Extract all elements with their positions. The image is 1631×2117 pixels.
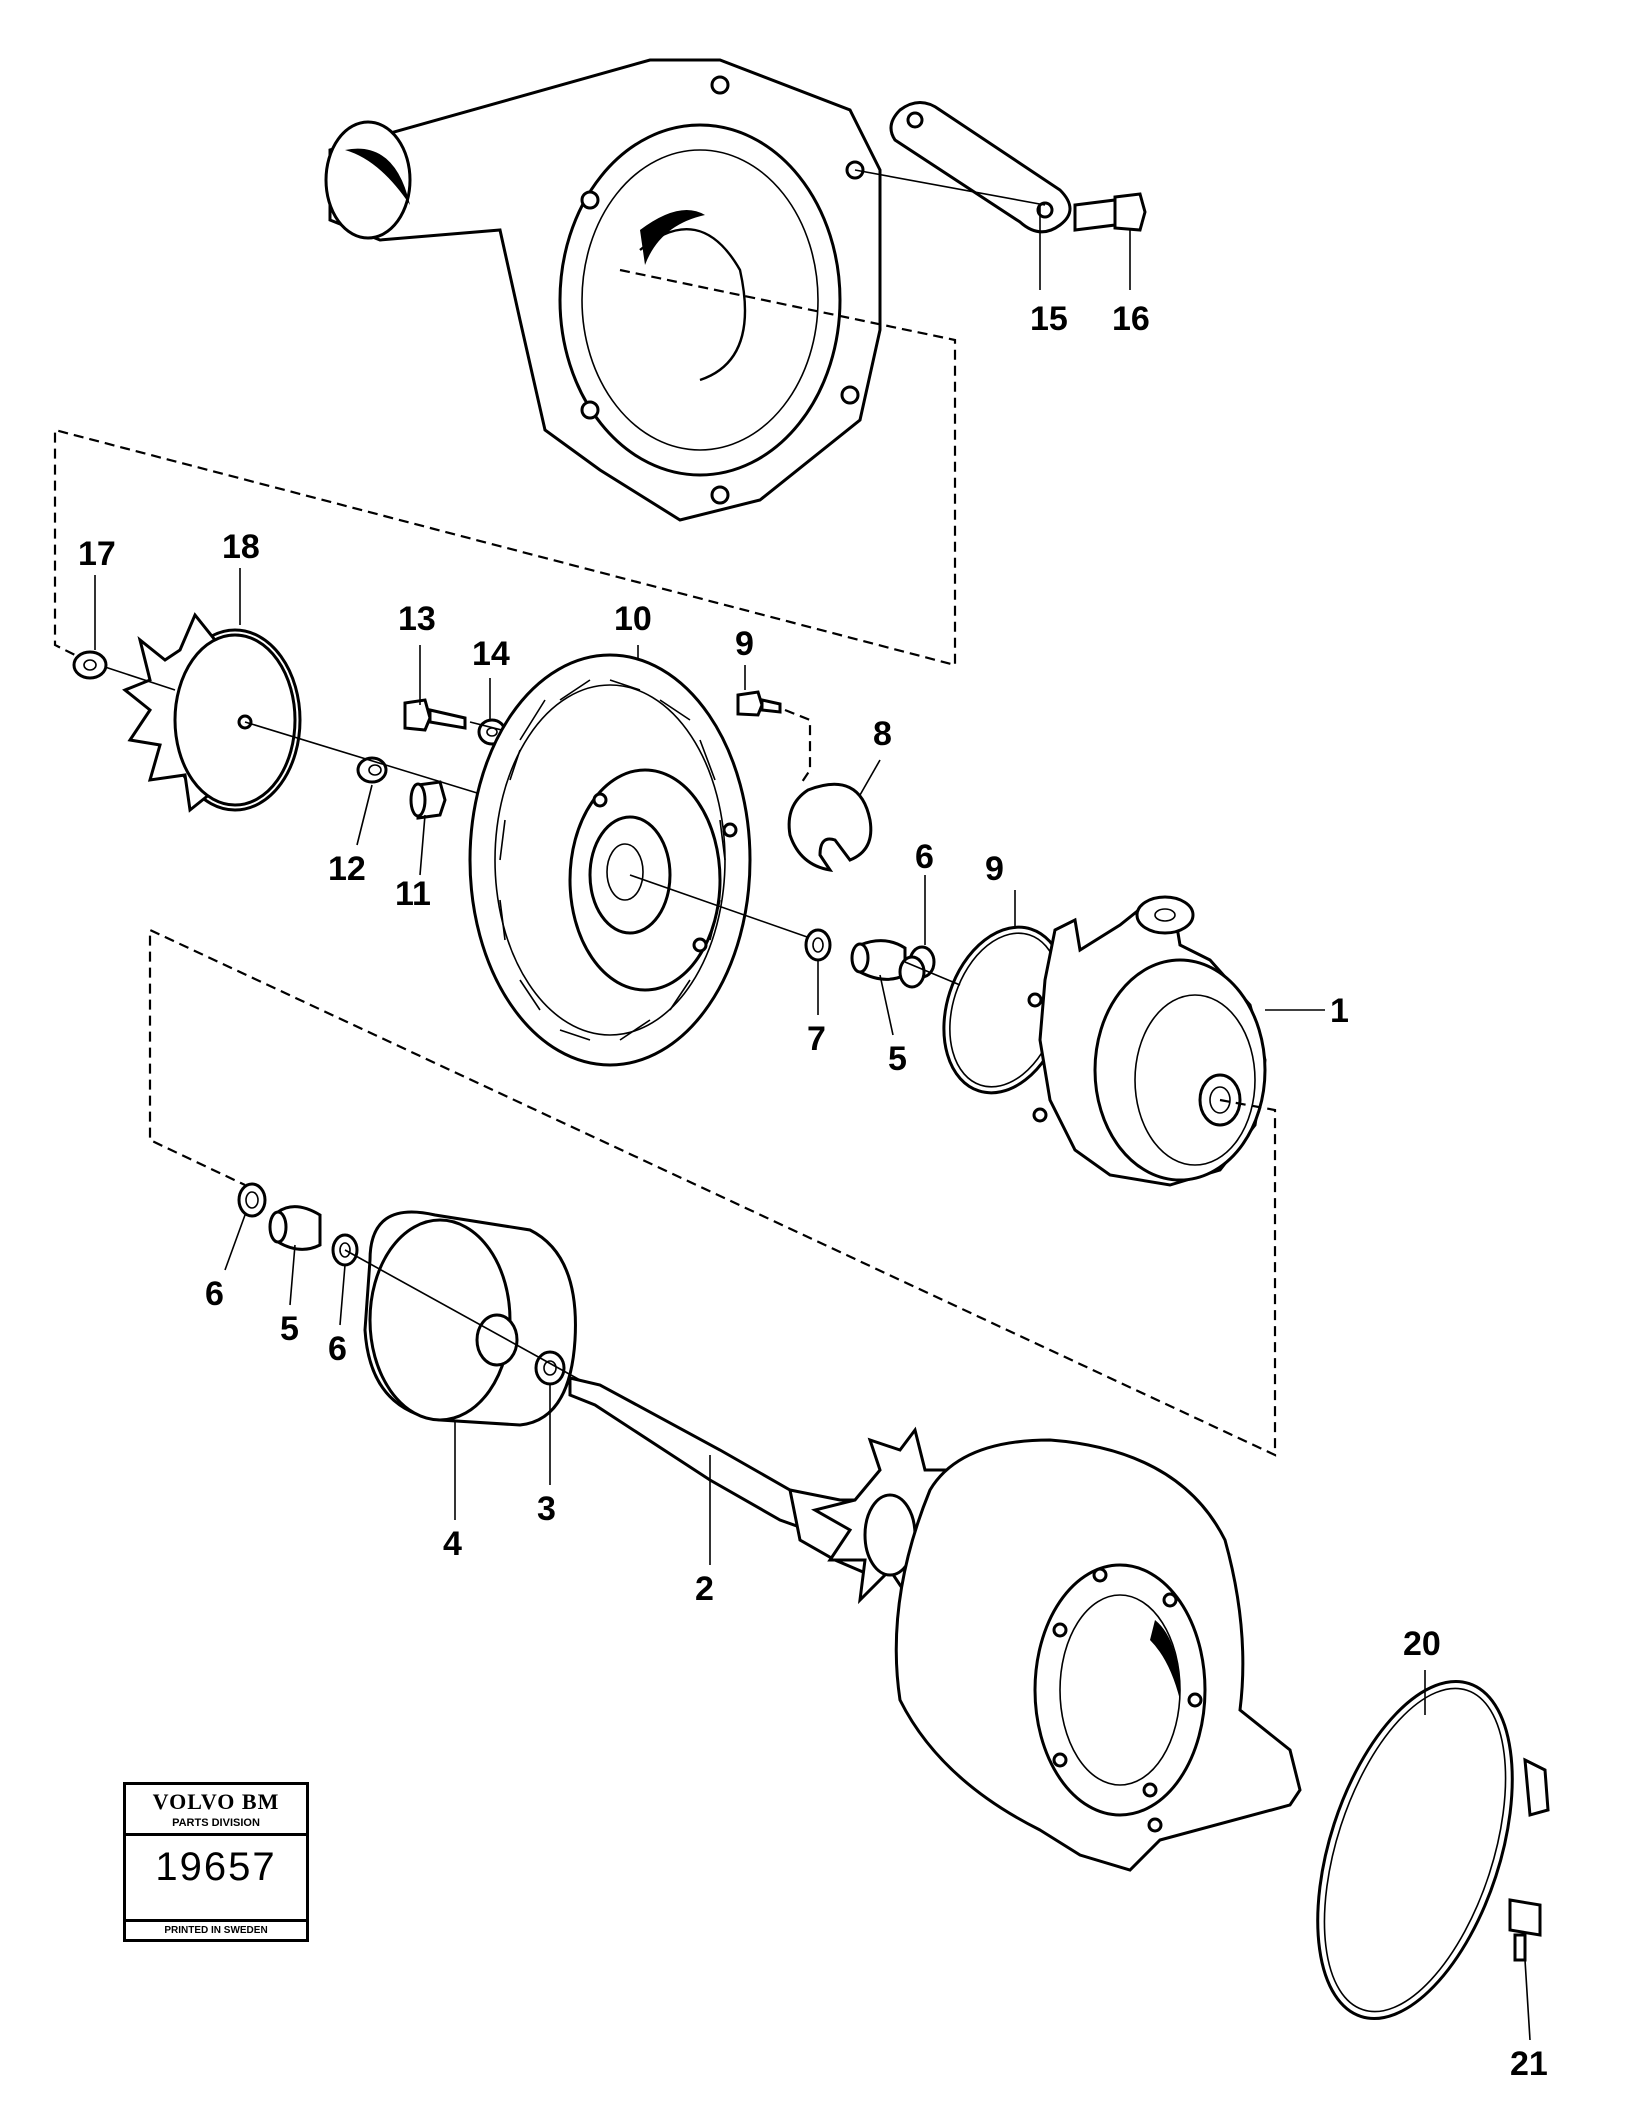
callout-19: 16: [1112, 300, 1150, 338]
callout-3: 3: [537, 1490, 556, 1528]
bearing-housing-part-1: [1027, 895, 1267, 1187]
clamp-band-part-20: [1316, 1680, 1550, 2020]
washer-part-13: [356, 756, 388, 784]
callout-14: 13: [398, 600, 436, 638]
ring-part-7: [804, 928, 832, 962]
ring-part-6-lower-left: [237, 1182, 267, 1218]
callout-13: 12: [328, 850, 366, 888]
thrust-plate-part-8: [787, 782, 873, 873]
back-plate-part-11: [468, 653, 752, 1067]
callout-4: 4: [443, 1525, 462, 1563]
leader-lines: [94, 205, 1531, 2041]
bearing-part-5-lower: [268, 1205, 322, 1251]
bolt-part-9: [736, 690, 782, 717]
callout-labels: 15 16 17 18 13 14 10 9 8 12 11 6 9 7 5 1…: [78, 300, 1548, 2083]
callout-21: 21: [1510, 2045, 1548, 2083]
stamp-footer: PRINTED IN SWEDEN: [126, 1919, 306, 1939]
callout-5-upper: 5: [888, 1040, 907, 1078]
callout-12: 11: [395, 875, 431, 913]
bolt-part-19: [1073, 192, 1147, 232]
screw-part-21: [1508, 1898, 1542, 1962]
callout-10: 9: [985, 850, 1004, 888]
nut-part-12: [409, 780, 447, 820]
callout-8: 8: [873, 715, 892, 753]
callout-9: 9: [735, 625, 754, 663]
assembly-guide-bolt-9: [784, 708, 812, 786]
callout-11: 10: [614, 600, 652, 638]
nut-part-17: [72, 650, 108, 680]
parts-division-stamp: VOLVO BM PARTS DIVISION 19657 PRINTED IN…: [123, 1782, 309, 1942]
compressor-wheel-part-16: [122, 612, 302, 813]
ring-part-6-upper: [898, 945, 936, 989]
stamp-division: PARTS DIVISION: [126, 1817, 306, 1836]
callout-1: 1: [1330, 992, 1349, 1030]
callout-2: 2: [695, 1570, 714, 1608]
callout-6-upper: 6: [915, 838, 934, 876]
callout-16: 18: [222, 528, 260, 566]
callout-18: 15: [1030, 300, 1068, 338]
callout-6-lower-right: 6: [328, 1330, 347, 1368]
bearing-part-5-upper: [850, 939, 907, 981]
compressor-housing: [324, 58, 882, 522]
callout-5-lower: 5: [280, 1310, 299, 1348]
callout-7: 7: [807, 1020, 826, 1058]
stamp-brand: VOLVO BM: [152, 1789, 280, 1814]
turbine-shaft-part-2: [568, 1376, 984, 1605]
bracket-part-18: [889, 101, 1072, 234]
stamp-number: 19657: [155, 1845, 277, 1889]
callout-20: 20: [1403, 1625, 1441, 1663]
callout-17: 17: [78, 535, 116, 573]
assembly-guide-upper: [53, 268, 957, 667]
turbine-housing: [894, 1438, 1302, 1872]
callout-15: 14: [472, 635, 510, 673]
callout-6-lower-left: 6: [205, 1275, 224, 1313]
bolt-part-14: [403, 698, 467, 732]
